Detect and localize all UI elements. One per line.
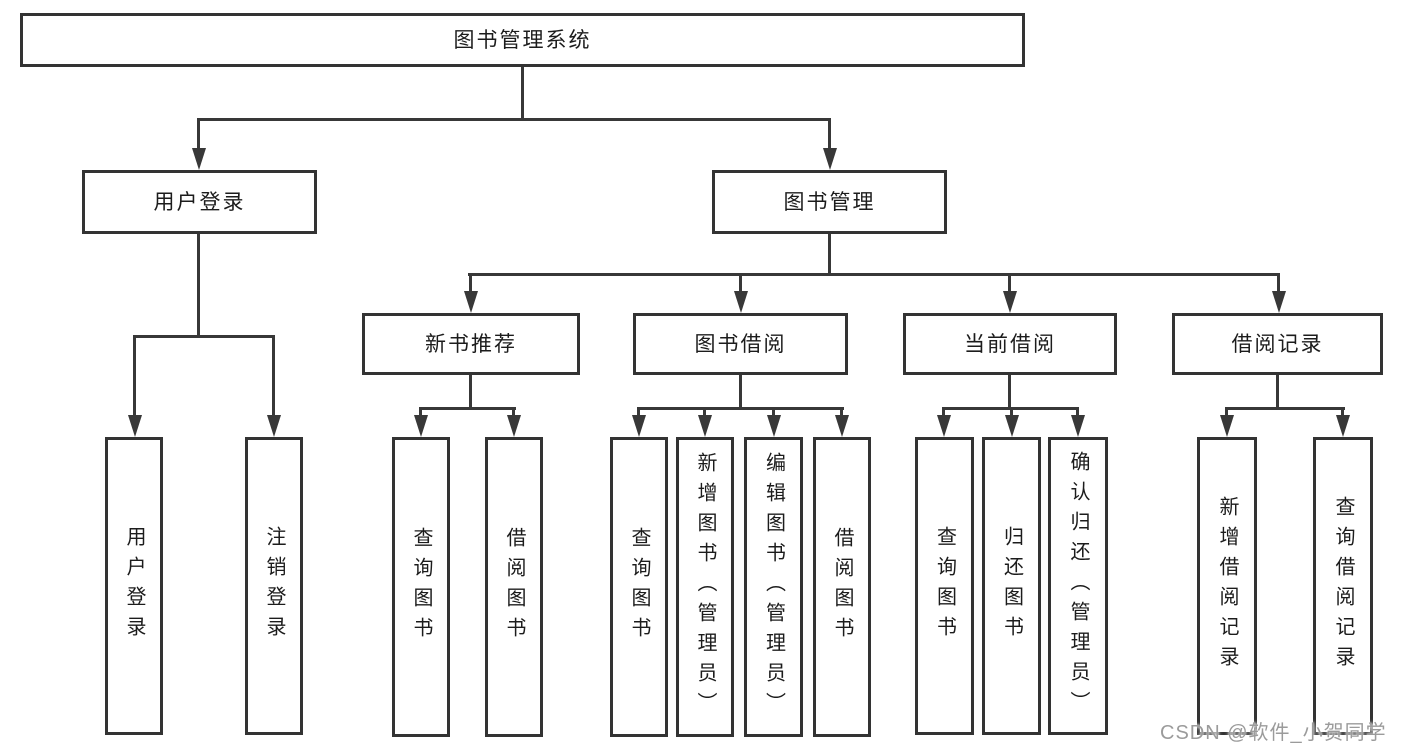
connector-current-borrow-stem [1008,375,1011,407]
connector-user-login-stem [197,234,200,335]
arrow-leaf-icon [419,407,422,415]
arrow-to-book-borrow-icon [739,273,742,291]
node-borrow-records: 借阅记录 [1172,313,1383,375]
connector-book-borrow-branch [637,407,844,410]
leaf-add-borrow-record: 新增借阅记录 [1197,437,1257,735]
node-user-login: 用户登录 [82,170,317,234]
connector-book-management-stem [828,234,831,273]
arrow-to-current-borrow-icon [1008,273,1011,291]
connector-new-book-recommend-stem [469,375,472,407]
leaf-add-books-admin: 新增图书（管理员） [676,437,734,737]
arrow-leaf-icon [1010,407,1013,415]
arrow-to-book-management-icon [828,118,831,148]
leaf-query-books-recommend: 查询图书 [392,437,450,737]
leaf-user-login: 用户登录 [105,437,163,735]
arrow-leaf-icon [637,407,640,415]
leaf-borrow-books: 借阅图书 [813,437,871,737]
arrow-leaf-icon [840,407,843,415]
arrow-to-logout-leaf-icon [272,335,275,415]
connector-borrow-records-branch [1225,407,1345,410]
connector-root-branch [197,118,831,121]
arrow-leaf-icon [512,407,515,415]
leaf-logout: 注销登录 [245,437,303,735]
arrow-leaf-icon [1341,407,1344,415]
arrow-leaf-icon [703,407,706,415]
arrow-to-new-book-recommend-icon [469,273,472,291]
node-current-borrow: 当前借阅 [903,313,1117,375]
leaf-edit-books-admin: 编辑图书（管理员） [744,437,803,737]
leaf-query-books-current: 查询图书 [915,437,974,735]
connector-borrow-records-stem [1276,375,1279,407]
leaf-borrow-books-recommend: 借阅图书 [485,437,543,737]
arrow-leaf-icon [1225,407,1228,415]
node-new-book-recommend: 新书推荐 [362,313,580,375]
csdn-watermark: CSDN @软件_小贺同学 [1160,722,1387,744]
node-root: 图书管理系统 [20,13,1025,67]
arrow-to-user-login-icon [197,118,200,148]
connector-book-borrow-stem [739,375,742,407]
leaf-return-books: 归还图书 [982,437,1041,735]
connector-root-stem [521,67,524,118]
leaf-query-borrow-record: 查询借阅记录 [1313,437,1373,735]
arrow-leaf-icon [772,407,775,415]
connector-user-login-branch [133,335,274,338]
arrow-to-login-leaf-icon [133,335,136,415]
connector-book-management-branch [468,273,1280,276]
leaf-confirm-return-admin: 确认归还（管理员） [1048,437,1108,735]
node-book-management: 图书管理 [712,170,947,234]
arrow-to-borrow-records-icon [1277,273,1280,291]
leaf-query-books-borrow: 查询图书 [610,437,668,737]
node-book-borrow: 图书借阅 [633,313,848,375]
connector-new-book-recommend-branch [419,407,516,410]
arrow-leaf-icon [1076,407,1079,415]
arrow-leaf-icon [942,407,945,415]
